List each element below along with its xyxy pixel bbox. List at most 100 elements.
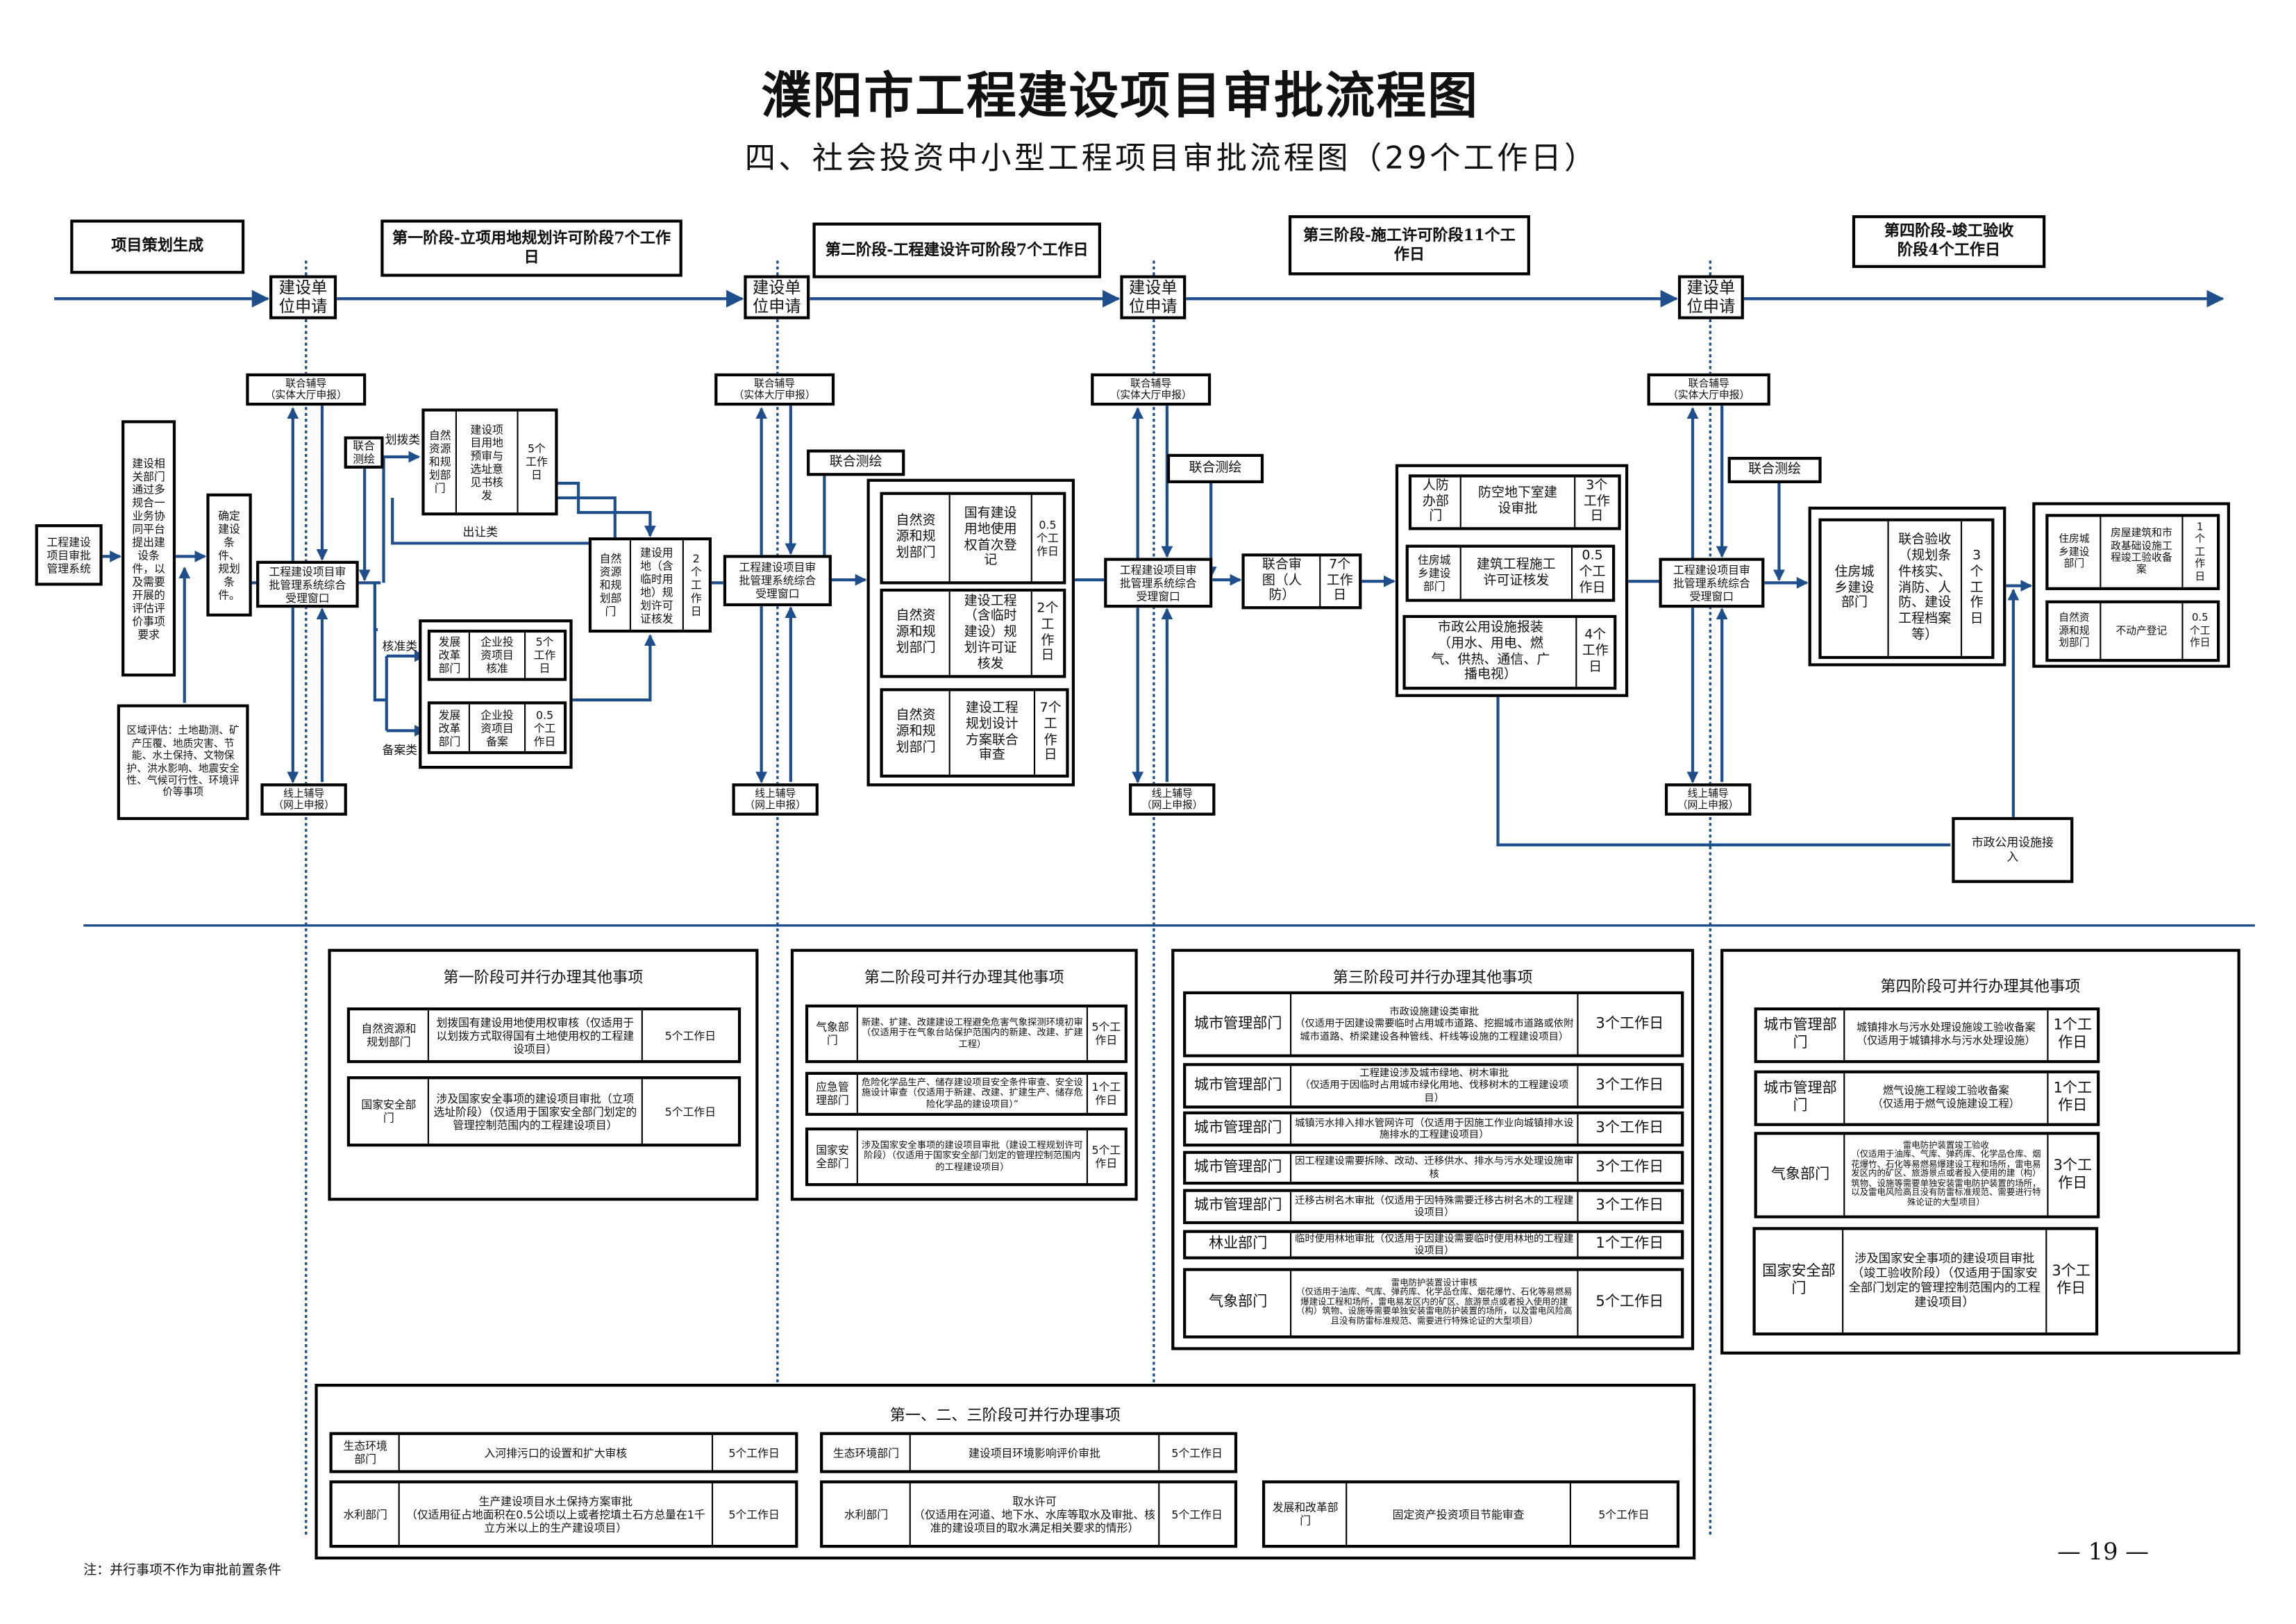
parallel-row-dept: 城市管理部门: [1186, 1114, 1292, 1144]
joint-guide-text: 联合辅导 （实体大厅申报）: [1109, 377, 1192, 401]
stage3-row-days: 3个 工作 日: [1583, 478, 1610, 525]
parallel-row-days: 1个工 作日: [1091, 1080, 1121, 1107]
site-selection-row: 自然 资源 和规 划部 门 建设项 目用地 预审与 选址意 见书核 发 5个 工…: [421, 408, 558, 516]
site-selection-days: 5个 工作 日: [526, 442, 548, 482]
joint-guide-box-stage4: 联合辅导 （实体大厅申报）: [1647, 373, 1770, 406]
parallel-row: 国家安全部 门 涉及国家安全事项的建设项目审批（竣工验收阶段）（仅适用于国家安全…: [1752, 1227, 2099, 1336]
page-number: — 19 —: [2057, 1537, 2150, 1566]
stage3-row-item: 市政公用设施报装 （用水、用电、燃 气、供热、通信、广 播电视）: [1406, 617, 1577, 687]
parallel-row-dept: 城市管理部门: [1186, 994, 1292, 1055]
determine-conditions-text: 确定 建设 条 件、 规划 条 件。: [218, 508, 240, 601]
parallel-row-dept: 城市管理部 门: [1757, 1010, 1845, 1060]
stage3-row-days: 0.5 个工 作日: [1579, 549, 1606, 596]
parallel-row: 水利部门 取水许可 （仅适用在河道、地下水、水库等取水及审批、核准的建设项目的取…: [820, 1480, 1238, 1548]
investment-approval-days: 5个 工作 日: [533, 635, 556, 676]
joint-survey-box-stage4: 联合测绘: [1727, 457, 1822, 483]
stage2-row-dept: 自然资 源和规 划部门: [883, 494, 950, 582]
completion-filing-days: 1 个 工 作 日: [2195, 521, 2206, 583]
parallel-row-dept: 水利部门: [333, 1483, 400, 1545]
approval-system-text: 工程建设 项目审批 管理系统: [47, 535, 91, 575]
label-filing: 备案类: [382, 744, 418, 757]
parallel-row: 国家安 全部门 涉及国家安全事项的建设项目审批（建设工程规划许可阶段）（仅适用于…: [805, 1127, 1128, 1187]
parallel-row-item: 雷电防护装置竣工验收 （仅适用于油库、气库、弹药库、化学品仓库、烟花爆竹、石化等…: [1845, 1135, 2049, 1216]
parallel-row-item: 临时使用林地审批（仅适用于因建设需要临时使用林地的工程建设项目）: [1291, 1232, 1579, 1257]
window-text: 工程建设项目审 批管理系统综合 受理窗口: [739, 560, 816, 601]
stage2-row-days: 0.5 个工 作日: [1037, 518, 1059, 558]
site-selection-item: 建设项 目用地 预审与 选址意 见书核 发: [457, 411, 519, 513]
investment-filing-row: 发展 改革 部门 企业投 资项目 备案 0.5 个工 作日: [427, 701, 567, 755]
parallel-row-days: 5个工作日: [1598, 1507, 1650, 1521]
parallel-row-item: 城镇污水排入排水管网许可（仅适用于因施工作业向城镇排水设施排水的工程建设项目）: [1291, 1114, 1579, 1144]
label-allocation: 划拨类: [385, 433, 421, 447]
investment-filing-dept: 发展 改革 部门: [430, 704, 470, 751]
joint-acceptance-dept: 住房城 乡建设 部门: [1822, 521, 1889, 656]
apply-box-stage4: 建设单 位申请: [1677, 275, 1744, 319]
parallel-row-dept: 水利部门: [823, 1483, 911, 1545]
stage3-row-item: 建筑工程施工 许可证核发: [1461, 547, 1573, 599]
parallel-row: 国家安全部 门 涉及国家安全事项的建设项目审批（立项选址阶段）（仅适用于国家安全…: [346, 1076, 741, 1147]
parallel-row-days: 3个工作日: [1595, 1198, 1664, 1214]
parallel-row-days: 3个工作日: [1595, 1015, 1664, 1032]
land-permit-row: 自然 资源 和规 划部 门 建设用 地（含 临时用 地）规 划许可 证核发 2 …: [588, 537, 712, 633]
stage-divider-lines: [305, 260, 1711, 1538]
parallel-row-days: 1个工作日: [2053, 1017, 2093, 1052]
joint-acceptance-item: 联合验收 （规划条 件核实、 消防、人 防、建设 工程档案 等）: [1889, 521, 1963, 656]
stage-header-4-text: 第四阶段-竣工验收 阶段4个工作日: [1884, 223, 2014, 260]
parallel-panel-stage1: 第一阶段可并行办理其他事项: [328, 948, 759, 1201]
parallel-row-item: 涉及国家安全事项的建设项目审批（竣工验收阶段）（仅适用于国家安全部门划定的管理控…: [1843, 1230, 2047, 1333]
stage-header-1-text: 第一阶段-立项用地规划许可阶段7个工作日: [392, 229, 671, 266]
regional-assessment-box: 区域评估：土地勘测、矿产压覆、地质灾害、节能、水土保持、文物保护、洪水影响、地震…: [117, 704, 249, 821]
stage3-row-utility-application: 市政公用设施报装 （用水、用电、燃 气、供热、通信、广 播电视） 4个 工作 日: [1402, 614, 1617, 690]
stage-header-2-text: 第二阶段-工程建设许可阶段7个工作日: [825, 241, 1089, 259]
stage3-row-days: 4个 工作 日: [1582, 628, 1609, 676]
parallel-row-dept: 气象部 门: [808, 1007, 858, 1060]
parallel-panel-title: 第四阶段可并行办理其他事项: [1880, 978, 2081, 996]
online-guide-box-stage1: 线上辅导 （网上申报）: [260, 783, 347, 816]
parallel-row-dept: 应急管 理部门: [808, 1075, 858, 1113]
stage-header-planning: 项目策划生成: [70, 219, 245, 274]
online-guide-box-stage3: 线上辅导 （网上申报）: [1129, 783, 1216, 816]
window-text: 工程建设项目审 批管理系统综合 受理窗口: [1673, 562, 1750, 603]
parallel-row-dept: 生态环境 部门: [333, 1434, 400, 1471]
stage-header-3-text: 第三阶段-施工许可阶段11个工作日: [1303, 226, 1516, 263]
parallel-row-days: 5个工作日: [1595, 1294, 1664, 1311]
stage3-row-air-defense: 人防 办部 门 防空地下室建 设审批 3个 工作 日: [1408, 474, 1621, 530]
parallel-row-item: 因工程建设需要拆除、改动、迁移供水、排水与污水处理设施审核: [1291, 1153, 1579, 1182]
joint-guide-box-stage1: 联合辅导 （实体大厅申报）: [246, 373, 367, 406]
joint-survey-text: 联合测绘: [1748, 462, 1802, 477]
parallel-panel-title: 第三阶段可并行办理其他事项: [1332, 969, 1533, 987]
related-depts-box: 建设相 关部门 通过多 规合一 业务协 同平台 提出建 设条 件，以 及需要 开…: [121, 420, 176, 677]
parallel-row-days: 5个工作日: [664, 1105, 717, 1119]
parallel-row-days: 3个工作日: [1595, 1077, 1664, 1094]
parallel-row-item: 燃气设施工程竣工验收备案 （仅适用于燃气设施建设工程）: [1845, 1073, 2049, 1123]
footnote: 注：并行事项不作为审批前置条件: [83, 1564, 281, 1579]
parallel-row-item: 城镇排水与污水处理设施竣工验收备案（仅适用于城镇排水与污水处理设施）: [1845, 1010, 2049, 1060]
parallel-row-item: 划拨国有建设用地使用权审核（仅适用于以划拨方式取得国有土地使用权的工程建设项目）: [429, 1010, 643, 1060]
parallel-row: 气象部门 雷电防护装置设计审核 （仅适用于油库、气库、弹药库、化学品仓库、烟花爆…: [1183, 1268, 1684, 1339]
window-box-stage1: 工程建设项目审 批管理系统综合 受理窗口: [256, 560, 359, 608]
online-guide-text: 线上辅导 （网上申报）: [273, 787, 335, 812]
parallel-row-item: 新建、扩建、改建建设工程避免危害气象探测环境初审（仅适用于在气象台站保护范围内的…: [858, 1007, 1088, 1060]
parallel-panel-title: 第一、二、三阶段可并行办理事项: [889, 1407, 1121, 1425]
window-box-stage2: 工程建设项目审 批管理系统综合 受理窗口: [723, 555, 832, 607]
stage2-row-days: 2个 工 作 日: [1037, 601, 1059, 664]
page-subtitle: 四、社会投资中小型工程项目审批流程图（29个工作日）: [744, 140, 1598, 176]
parallel-row: 城市管理部门 迁移古树名木审批（仅适用于因特殊需要迁移古树名木的工程建设项目） …: [1183, 1189, 1684, 1225]
parallel-row-days: 5个工作日: [728, 1507, 780, 1521]
parallel-row-dept: 林业部门: [1186, 1232, 1292, 1257]
related-depts-text: 建设相 关部门 通过多 规合一 业务协 同平台 提出建 设条 件，以 及需要 开…: [132, 455, 165, 641]
online-guide-text: 线上辅导 （网上申报）: [744, 787, 807, 812]
parallel-row-dept: 国家安全部 门: [1756, 1230, 1844, 1333]
online-guide-box-stage4: 线上辅导 （网上申报）: [1664, 783, 1752, 816]
window-box-stage4: 工程建设项目审 批管理系统综合 受理窗口: [1659, 558, 1765, 608]
parallel-row: 城市管理部 门 城镇排水与污水处理设施竣工验收备案（仅适用于城镇排水与污水处理设…: [1754, 1007, 2100, 1064]
label-transfer: 出让类: [462, 526, 498, 539]
parallel-row-days: 3个工作日: [1595, 1159, 1664, 1175]
stage-header-2: 第二阶段-工程建设许可阶段7个工作日: [812, 222, 1101, 278]
parallel-row: 城市管理部 门 燃气设施工程竣工验收备案 （仅适用于燃气设施建设工程） 1个工作…: [1754, 1070, 2100, 1126]
parallel-row: 发展和改革部 门 固定资产投资项目节能审查 5个工作日: [1262, 1480, 1680, 1548]
parallel-row-days: 5个工作日: [728, 1446, 780, 1459]
joint-guide-text: 联合辅导 （实体大厅申报）: [733, 377, 816, 401]
joint-guide-box-stage2: 联合辅导 （实体大厅申报）: [714, 373, 835, 406]
